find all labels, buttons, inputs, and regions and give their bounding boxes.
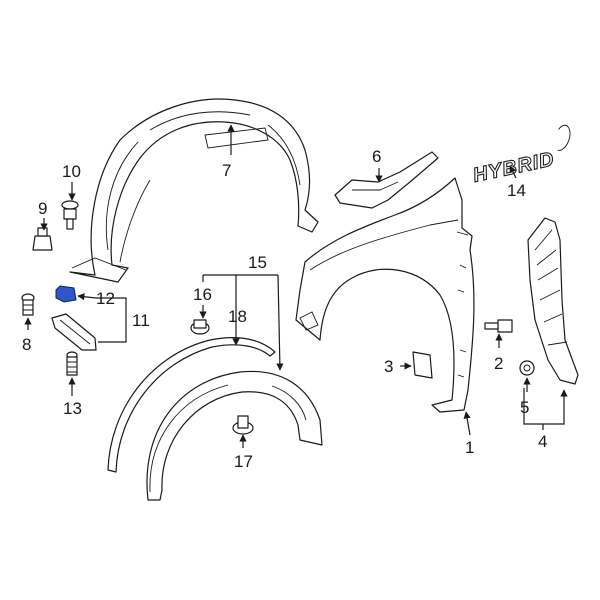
hybrid-emblem: HYBRID xyxy=(471,124,571,187)
callout-11: 11 xyxy=(132,311,150,330)
callout-4: 4 xyxy=(538,432,547,451)
fender-bracket xyxy=(527,217,579,385)
push-clip-10 xyxy=(61,200,79,230)
callout-12: 12 xyxy=(96,289,115,308)
bracket-11 xyxy=(51,313,97,351)
callout-18: 18 xyxy=(228,307,247,326)
callout-3: 3 xyxy=(384,357,393,376)
callout-7: 7 xyxy=(222,161,231,180)
bolt-2 xyxy=(484,319,513,333)
bolt-8 xyxy=(21,293,35,316)
callout-15: 15 xyxy=(248,253,267,272)
clip-9 xyxy=(32,227,53,251)
pad-3 xyxy=(412,351,433,379)
inner-wheel-molding xyxy=(107,337,276,473)
callout-9: 9 xyxy=(38,199,47,218)
outer-wheel-molding xyxy=(146,370,323,501)
splash-shield xyxy=(334,151,439,209)
retainer-nut-12 xyxy=(55,285,77,303)
clip-5 xyxy=(519,360,535,376)
callout-14: 14 xyxy=(507,181,526,200)
callout-6: 6 xyxy=(372,147,381,166)
callout-10: 10 xyxy=(62,162,81,181)
callout-8: 8 xyxy=(22,335,31,354)
front-fender xyxy=(295,177,475,413)
callout-2: 2 xyxy=(494,354,503,373)
fender-liner xyxy=(69,98,319,283)
callout-16: 16 xyxy=(193,285,212,304)
leader-lines xyxy=(24,124,568,448)
callout-17: 17 xyxy=(234,452,253,471)
bolt-13 xyxy=(66,351,78,376)
callout-labels: 7 6 14 10 9 8 12 11 13 15 16 18 17 1 2 3… xyxy=(22,147,547,471)
callout-5: 5 xyxy=(520,398,529,417)
callout-13: 13 xyxy=(63,399,82,418)
push-clip-17 xyxy=(232,415,254,435)
push-clip-16 xyxy=(190,319,210,335)
callout-1: 1 xyxy=(465,438,474,457)
